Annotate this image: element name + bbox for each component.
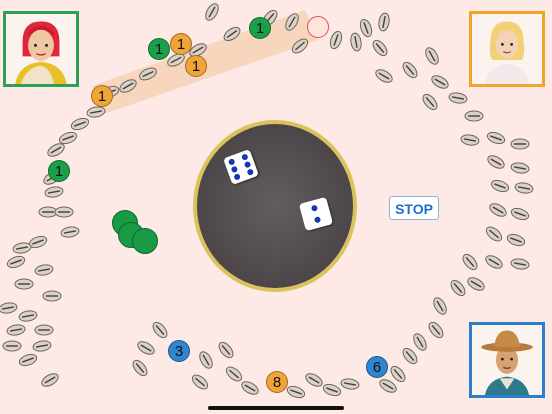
die-pip <box>246 168 255 176</box>
cowrie-shell <box>202 1 222 23</box>
cowrie-shell <box>422 45 442 67</box>
cowboy-icon <box>472 325 542 395</box>
cowrie-shell <box>223 363 245 385</box>
cowrie-shell <box>54 206 74 218</box>
cowrie-shell <box>339 376 361 392</box>
green-home-piece[interactable] <box>132 228 158 254</box>
die-pip <box>233 173 242 181</box>
player-token-orange[interactable]: 1 <box>91 85 113 107</box>
player-token-orange[interactable]: 1 <box>185 55 207 77</box>
die-pip <box>243 160 252 169</box>
cowrie-shell <box>43 184 65 200</box>
cowrie-shell <box>447 90 469 106</box>
cowrie-shell <box>377 376 399 396</box>
cowrie-shell <box>5 322 27 338</box>
red-hair-woman-icon <box>6 14 76 84</box>
cowrie-shell <box>464 110 484 122</box>
cowrie-shell <box>196 349 216 371</box>
cowrie-shell <box>487 200 509 220</box>
cowrie-shell <box>509 160 531 176</box>
cowrie-shell <box>410 331 430 353</box>
player-token-blue[interactable]: 6 <box>366 356 388 378</box>
cowrie-shell <box>321 381 343 399</box>
player-token-orange[interactable]: 1 <box>170 33 192 55</box>
cowrie-shell <box>69 115 91 133</box>
cowrie-shell <box>38 206 58 218</box>
center-board <box>197 124 353 288</box>
cowrie-shell <box>485 129 507 147</box>
cowrie-shell <box>149 319 171 341</box>
cowrie-shell <box>129 357 151 379</box>
player-token-orange[interactable]: 8 <box>266 371 288 393</box>
player-avatar-red-hair-woman <box>3 11 79 87</box>
cowrie-shell <box>327 29 345 51</box>
cowrie-shell <box>34 324 54 336</box>
cowrie-shell <box>2 340 22 352</box>
cowrie-shell <box>430 295 450 317</box>
cowrie-shell <box>303 370 325 390</box>
cowrie-shell <box>489 177 511 195</box>
cowrie-shell <box>399 345 421 367</box>
stop-button[interactable]: STOP <box>389 196 439 220</box>
cowrie-shell <box>17 308 39 324</box>
cowrie-shell <box>399 59 421 81</box>
die-pip <box>313 216 322 224</box>
cowrie-shell <box>348 31 364 53</box>
cowrie-shell <box>509 205 531 223</box>
cowrie-shell <box>5 253 27 271</box>
cowrie-shell <box>419 91 441 113</box>
cowrie-shell <box>425 319 447 341</box>
cowrie-shell <box>215 339 237 361</box>
cowrie-shell <box>85 104 107 120</box>
player-token-green[interactable]: 1 <box>48 160 70 182</box>
cowrie-shell <box>357 17 375 39</box>
cowrie-shell <box>465 274 487 294</box>
cowrie-shell <box>17 351 39 369</box>
cowrie-shell <box>483 252 505 272</box>
cowrie-shell <box>376 11 392 33</box>
player-avatar-blonde-woman <box>469 11 545 87</box>
die-pip <box>310 204 319 212</box>
die-pip <box>240 153 249 161</box>
die-pip <box>227 158 236 166</box>
cowrie-shell <box>31 338 53 354</box>
cowrie-shell <box>14 278 34 290</box>
cowrie-shell <box>33 262 55 278</box>
cowrie-shell <box>59 224 81 240</box>
player-token-green[interactable]: 1 <box>249 17 271 39</box>
cowrie-shell <box>0 300 19 316</box>
cowrie-shell <box>239 378 261 398</box>
target-marker[interactable] <box>307 16 329 38</box>
cowrie-shell <box>459 132 481 148</box>
cowrie-shell <box>42 290 62 302</box>
cowrie-shell <box>135 338 157 358</box>
cowrie-shell <box>513 180 535 196</box>
cowrie-shell <box>509 256 531 272</box>
cowrie-shell <box>510 138 530 150</box>
player-token-blue[interactable]: 3 <box>168 340 190 362</box>
cowrie-shell <box>459 251 481 273</box>
cowrie-shell <box>189 371 211 393</box>
cowrie-shell <box>485 152 507 172</box>
cowrie-shell <box>11 240 33 256</box>
cowrie-shell <box>39 370 61 390</box>
player-token-green[interactable]: 1 <box>148 38 170 60</box>
cowrie-shell <box>505 231 527 249</box>
cowrie-shell <box>447 277 469 299</box>
cowrie-shell <box>285 383 307 401</box>
cowrie-shell <box>429 72 451 92</box>
cowrie-shell <box>369 37 391 59</box>
blonde-woman-icon <box>472 14 542 84</box>
home-indicator-bar <box>208 406 344 410</box>
cowrie-shell <box>483 223 505 245</box>
die-pip <box>230 165 239 174</box>
cowrie-shell <box>373 66 395 86</box>
cowrie-shell <box>387 363 409 385</box>
player-avatar-cowboy <box>469 322 545 398</box>
